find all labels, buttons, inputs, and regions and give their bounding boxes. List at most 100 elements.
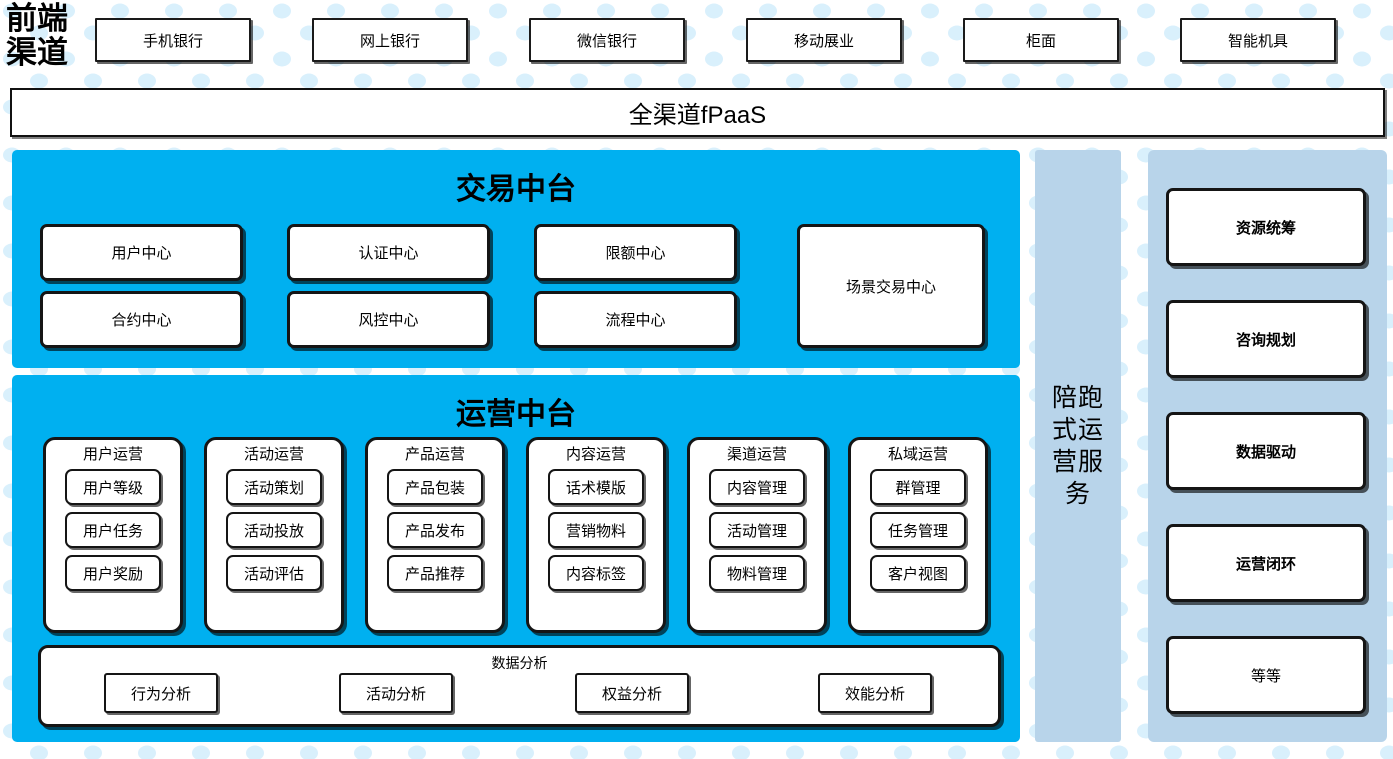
operation-column-title: 内容运营 xyxy=(565,446,626,463)
operation-item[interactable]: 用户等级 xyxy=(65,469,161,505)
trade-module-label: 流程中心 xyxy=(605,312,666,329)
operation-center-title: 运营中台 xyxy=(456,398,576,431)
operation-item[interactable]: 活动投放 xyxy=(226,512,322,548)
operation-item[interactable]: 客户视图 xyxy=(870,555,966,591)
analysis-item-label: 活动分析 xyxy=(365,685,426,703)
channel-box-2[interactable]: 网上银行 xyxy=(312,18,468,62)
operation-column-6: 私域运营群管理任务管理客户视图 xyxy=(848,437,988,633)
analysis-item-label: 效能分析 xyxy=(844,685,905,703)
operation-item-label: 活动投放 xyxy=(243,522,304,540)
trade-module-label: 用户中心 xyxy=(111,245,172,262)
analysis-item-3[interactable]: 权益分析 xyxy=(575,673,689,713)
operation-item-label: 产品包装 xyxy=(404,479,465,497)
trade-module-label: 认证中心 xyxy=(358,245,419,262)
operation-item-label: 客户视图 xyxy=(887,565,948,583)
omnichannel-fpaas-band[interactable]: 全渠道fPaaS xyxy=(10,88,1385,137)
operation-column-title: 渠道运营 xyxy=(726,446,787,463)
channel-box-5[interactable]: 柜面 xyxy=(963,18,1119,62)
channel-box-label: 微信银行 xyxy=(576,32,637,50)
operation-item[interactable]: 内容管理 xyxy=(709,469,805,505)
analysis-item-2[interactable]: 活动分析 xyxy=(339,673,453,713)
analysis-item-label: 权益分析 xyxy=(601,685,662,703)
operation-item-label: 物料管理 xyxy=(726,565,787,583)
trade-module-6[interactable]: 流程中心 xyxy=(534,291,737,348)
channel-box-1[interactable]: 手机银行 xyxy=(95,18,251,62)
service-card-1[interactable]: 资源统筹 xyxy=(1166,188,1366,266)
trade-module-7[interactable]: 场景交易中心 xyxy=(797,224,985,348)
operation-item[interactable]: 内容标签 xyxy=(548,555,644,591)
omnichannel-fpaas-label: 全渠道fPaaS xyxy=(628,102,767,129)
service-card-label: 咨询规划 xyxy=(1235,331,1296,349)
channel-box-4[interactable]: 移动展业 xyxy=(746,18,902,62)
operation-item-label: 活动策划 xyxy=(243,479,304,497)
trade-module-label: 合约中心 xyxy=(111,312,172,329)
service-capability-panel: 资源统筹咨询规划数据驱动运营闭环等等 xyxy=(1148,150,1387,742)
operation-item-label: 活动评估 xyxy=(243,565,304,583)
trade-module-3[interactable]: 限额中心 xyxy=(534,224,737,281)
operation-item[interactable]: 活动评估 xyxy=(226,555,322,591)
operation-item-label: 产品发布 xyxy=(404,522,465,540)
front-end-channel-label: 前端 渠道 xyxy=(6,2,84,70)
operation-item[interactable]: 产品发布 xyxy=(387,512,483,548)
operation-column-2: 活动运营活动策划活动投放活动评估 xyxy=(204,437,344,633)
analysis-item-4[interactable]: 效能分析 xyxy=(818,673,932,713)
front-end-channel-label-line1: 前端 xyxy=(6,1,68,36)
channel-box-3[interactable]: 微信银行 xyxy=(529,18,685,62)
operation-item-label: 任务管理 xyxy=(887,522,948,540)
operation-item[interactable]: 用户任务 xyxy=(65,512,161,548)
operation-item-label: 群管理 xyxy=(895,479,941,497)
trade-module-label: 场景交易中心 xyxy=(845,278,936,296)
trade-module-4[interactable]: 合约中心 xyxy=(40,291,243,348)
service-card-2[interactable]: 咨询规划 xyxy=(1166,300,1366,378)
operation-item-label: 营销物料 xyxy=(565,522,626,540)
accompanying-operation-service-strip[interactable]: 陪跑式运营服务 xyxy=(1035,150,1121,742)
operation-item[interactable]: 活动策划 xyxy=(226,469,322,505)
operation-item[interactable]: 话术模版 xyxy=(548,469,644,505)
trade-module-5[interactable]: 风控中心 xyxy=(287,291,490,348)
channel-box-label: 手机银行 xyxy=(142,32,203,50)
operation-item[interactable]: 物料管理 xyxy=(709,555,805,591)
operation-item-label: 用户任务 xyxy=(82,522,143,540)
operation-column-1: 用户运营用户等级用户任务用户奖励 xyxy=(43,437,183,633)
trade-module-2[interactable]: 认证中心 xyxy=(287,224,490,281)
operation-item[interactable]: 任务管理 xyxy=(870,512,966,548)
operation-item[interactable]: 用户奖励 xyxy=(65,555,161,591)
operation-item-label: 用户奖励 xyxy=(82,565,143,583)
operation-item[interactable]: 产品推荐 xyxy=(387,555,483,591)
operation-item-label: 产品推荐 xyxy=(404,565,465,583)
service-card-4[interactable]: 运营闭环 xyxy=(1166,524,1366,602)
service-card-label: 资源统筹 xyxy=(1235,219,1296,237)
channel-box-label: 移动展业 xyxy=(793,32,854,50)
channel-box-6[interactable]: 智能机具 xyxy=(1180,18,1336,62)
channel-box-label: 网上银行 xyxy=(359,32,420,50)
operation-item-label: 话术模版 xyxy=(565,479,626,497)
operation-column-title: 私域运营 xyxy=(887,446,948,463)
analysis-item-1[interactable]: 行为分析 xyxy=(104,673,218,713)
data-analysis-title: 数据分析 xyxy=(491,655,548,671)
service-card-5[interactable]: 等等 xyxy=(1166,636,1366,714)
trade-center-title: 交易中台 xyxy=(456,173,576,206)
operation-item[interactable]: 营销物料 xyxy=(548,512,644,548)
service-card-3[interactable]: 数据驱动 xyxy=(1166,412,1366,490)
operation-item-label: 内容标签 xyxy=(565,565,626,583)
operation-column-3: 产品运营产品包装产品发布产品推荐 xyxy=(365,437,505,633)
front-end-channel-label-line2: 渠道 xyxy=(6,35,68,70)
channel-box-label: 智能机具 xyxy=(1227,32,1288,50)
trade-module-label: 限额中心 xyxy=(605,245,666,262)
service-card-label: 数据驱动 xyxy=(1235,443,1296,461)
trade-module-label: 风控中心 xyxy=(358,312,419,329)
operation-item[interactable]: 群管理 xyxy=(870,469,966,505)
operation-item-label: 活动管理 xyxy=(726,522,787,540)
operation-item[interactable]: 产品包装 xyxy=(387,469,483,505)
analysis-item-label: 行为分析 xyxy=(130,685,191,703)
service-card-label: 等等 xyxy=(1250,667,1281,685)
trade-module-1[interactable]: 用户中心 xyxy=(40,224,243,281)
operation-item-label: 内容管理 xyxy=(726,479,787,497)
operation-column-title: 产品运营 xyxy=(404,446,465,463)
operation-item[interactable]: 活动管理 xyxy=(709,512,805,548)
service-card-label: 运营闭环 xyxy=(1235,555,1296,573)
operation-column-5: 渠道运营内容管理活动管理物料管理 xyxy=(687,437,827,633)
operation-column-title: 用户运营 xyxy=(82,446,143,463)
operation-item-label: 用户等级 xyxy=(82,479,143,497)
accompanying-operation-service-label: 陪跑式运营服务 xyxy=(1051,384,1104,508)
